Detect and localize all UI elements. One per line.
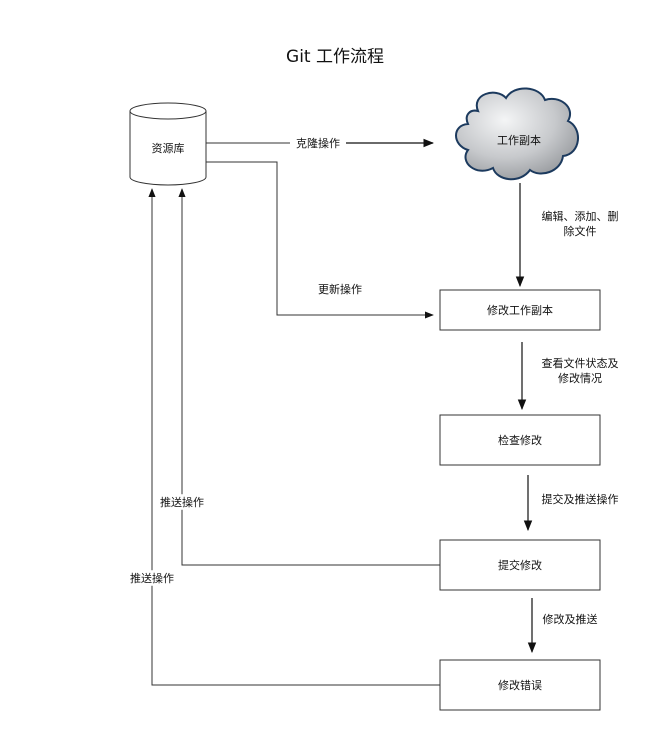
modify-copy-label: 修改工作副本 — [487, 303, 553, 317]
commit-push-label: 提交及推送操作 — [542, 492, 619, 506]
fix-errors-label: 修改错误 — [498, 678, 542, 692]
check-status-label-line2: 修改情况 — [558, 371, 602, 385]
repository-label: 资源库 — [152, 141, 185, 155]
working-copy-label: 工作副本 — [497, 133, 541, 147]
review-changes-node: 检查修改 — [439, 414, 601, 466]
edit-label-line1: 编辑、添加、删 — [542, 209, 619, 223]
modify-push-label: 修改及推送 — [543, 612, 598, 626]
check-status-edge: 查看文件状态及 修改情况 — [517, 342, 619, 411]
working-copy-node: 工作副本 — [455, 87, 579, 181]
push-label-2: 推送操作 — [130, 571, 174, 585]
push-label-1: 推送操作 — [160, 495, 204, 509]
diagram-title: Git 工作流程 — [286, 47, 384, 67]
modify-push-edge: 修改及推送 — [527, 598, 598, 654]
repository-node: 资源库 — [129, 102, 207, 186]
update-label: 更新操作 — [318, 282, 362, 296]
update-edge: 更新操作 — [206, 161, 434, 319]
commit-changes-label: 提交修改 — [498, 558, 542, 572]
edit-edge: 编辑、添加、删 除文件 — [515, 183, 619, 288]
commit-push-edge: 提交及推送操作 — [523, 475, 619, 532]
clone-edge: 克隆操作 — [206, 136, 435, 150]
push-edge-commit: 推送操作 — [158, 188, 440, 566]
edit-label-line2: 除文件 — [564, 224, 597, 238]
modify-copy-node: 修改工作副本 — [439, 289, 601, 331]
review-changes-label: 检查修改 — [498, 433, 542, 447]
check-status-label-line1: 查看文件状态及 — [542, 356, 619, 370]
commit-changes-node: 提交修改 — [439, 539, 601, 591]
clone-label: 克隆操作 — [296, 136, 340, 150]
cloud-shape — [455, 87, 579, 181]
push-edge-fix: 推送操作 — [128, 188, 440, 686]
fix-errors-node: 修改错误 — [439, 659, 601, 711]
